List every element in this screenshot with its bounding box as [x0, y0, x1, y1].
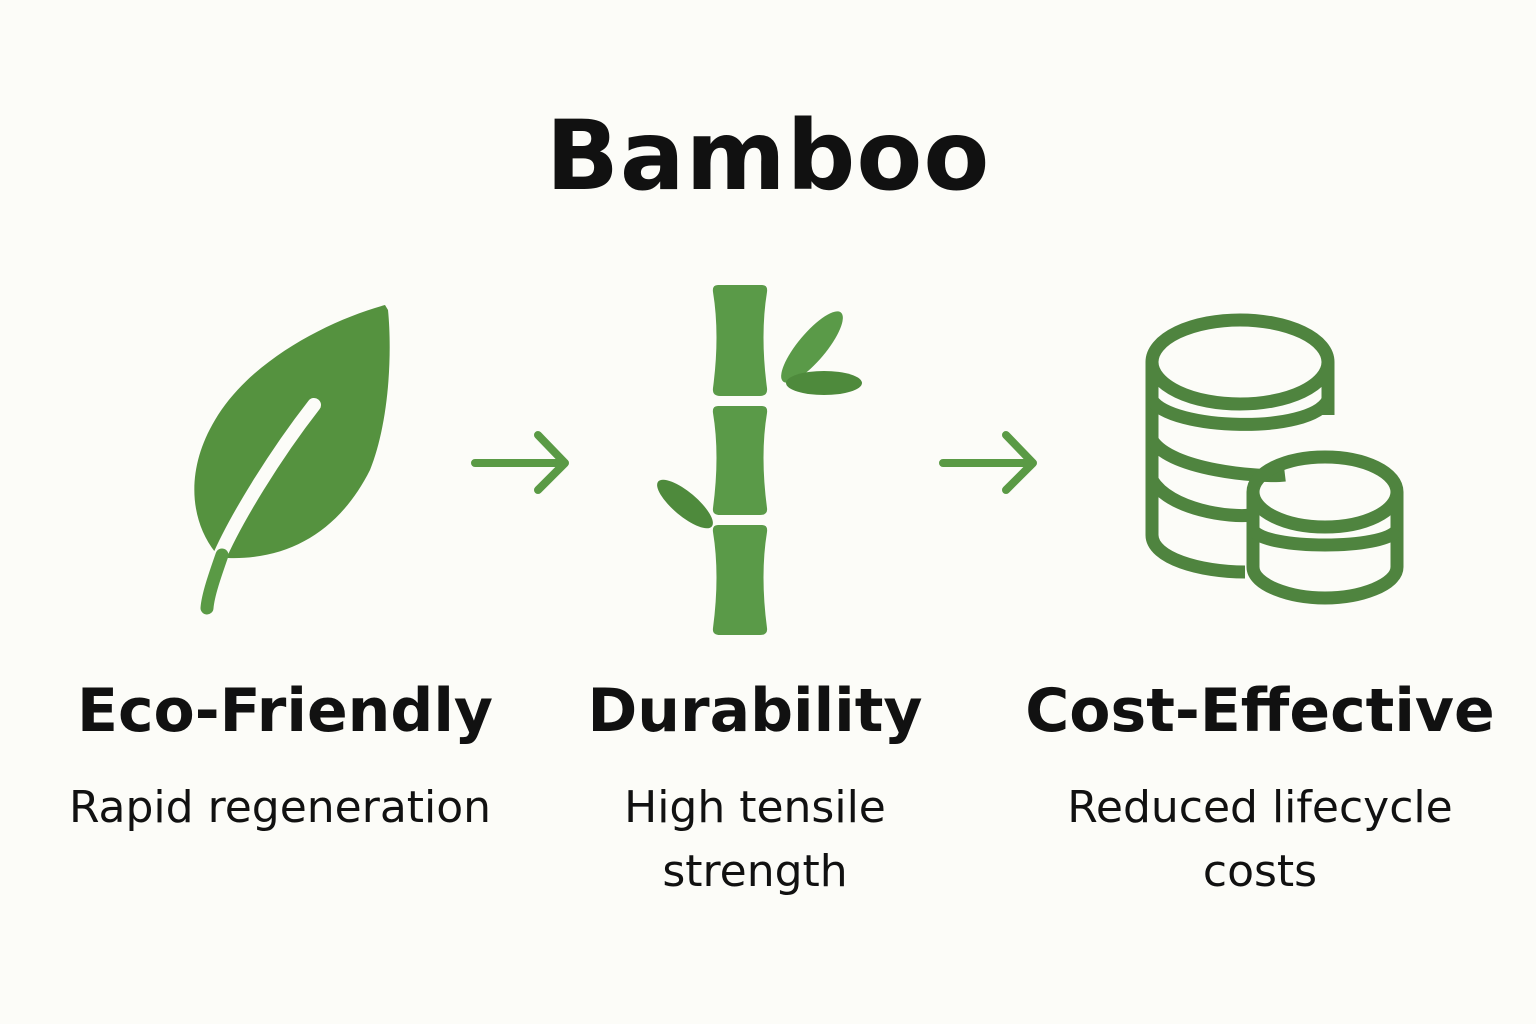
description-line: Reduced lifecycle [1067, 782, 1453, 833]
arrow-right-icon [471, 431, 569, 494]
heading-eco-friendly: Eco-Friendly [76, 676, 493, 746]
description-eco-friendly: Rapid regeneration [68, 782, 492, 833]
leaf-icon [194, 305, 390, 615]
coins-icon [1145, 313, 1404, 605]
bamboo-icon [657, 285, 862, 635]
arrow-right-icon [939, 431, 1037, 494]
description-line: costs [1202, 846, 1318, 897]
description-line: High tensile [624, 782, 886, 833]
diagram-title: Bamboo [545, 100, 991, 212]
description-cost-effective: Reduced lifecycle costs [1010, 776, 1510, 904]
description-durability: High tensile strength [560, 776, 950, 904]
heading-durability: Durability [587, 676, 923, 746]
heading-cost-effective: Cost-Effective [1025, 676, 1495, 746]
description-line: strength [662, 846, 848, 897]
